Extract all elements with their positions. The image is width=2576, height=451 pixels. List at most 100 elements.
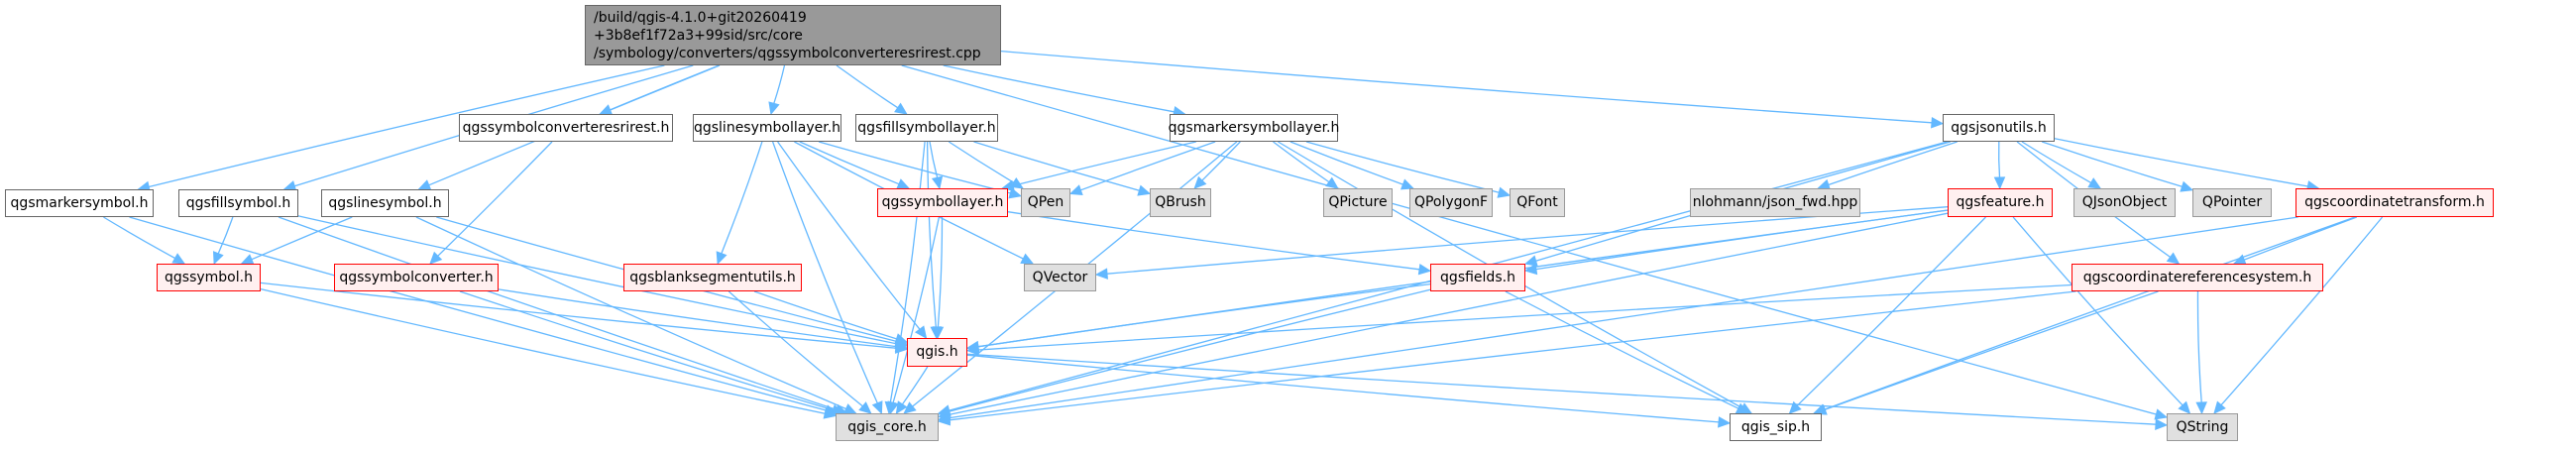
arrowhead-icon [1001, 179, 1015, 191]
node-qgssymbollayer-h[interactable]: qgssymbollayer.h [877, 188, 1008, 217]
node-qgsmarkersymbollayer-h[interactable]: qgsmarkersymbollayer.h [1169, 114, 1339, 142]
arrowhead-icon [1931, 116, 1945, 129]
node-label: QString [2176, 418, 2229, 435]
dependency-edge [103, 216, 175, 260]
arrowhead-icon [2087, 177, 2102, 189]
dependency-edge [1289, 141, 1403, 185]
arrowhead-icon [1094, 268, 1108, 280]
dependency-edge [943, 64, 1175, 113]
arrowhead-icon [937, 413, 952, 426]
arrowhead-icon [716, 251, 728, 266]
node-qpolygonf: QPolygonF [1409, 188, 1493, 217]
node-qgssymbolconverter-h[interactable]: qgssymbolconverter.h [334, 264, 499, 291]
dependency-edge [1998, 141, 2001, 178]
root-path-line: /build/qgis-4.1.0+git20260419 [594, 9, 807, 26]
node-label: QPen [1027, 194, 1064, 210]
dependency-edge [2054, 138, 2308, 187]
arrowhead-icon [2155, 418, 2169, 430]
dependency-edge [836, 64, 899, 109]
node-qgsblanksegmentutils-h[interactable]: qgsblanksegmentutils.h [623, 264, 802, 291]
dependency-edge [2196, 290, 2202, 403]
node-qgslinesymbollayer-h[interactable]: qgslinesymbollayer.h [693, 114, 841, 142]
node-qgsfields-h[interactable]: qgsfields.h [1430, 264, 1525, 291]
dependency-edge [2012, 216, 2184, 406]
dependency-edge [217, 216, 234, 255]
arrowhead-icon [212, 251, 224, 266]
dependency-edge [1796, 216, 1986, 406]
node-label: QPicture [1328, 194, 1388, 210]
dependency-edge [251, 216, 353, 261]
arrowhead-icon [894, 102, 908, 115]
node-label: qgssymbol.h [165, 269, 253, 285]
node-qbrush: QBrush [1150, 188, 1211, 217]
root-file-path: /build/qgis-4.1.0+git20260419 +3b8ef1f72… [594, 9, 981, 62]
arrowhead-icon [1718, 416, 1732, 428]
dependency-edge [1828, 141, 1958, 186]
arrowhead-icon [937, 405, 952, 417]
dependency-edge [949, 288, 1431, 412]
node-label: nlohmann/json_fwd.hpp [1692, 194, 1858, 210]
dependency-edge [973, 141, 1140, 191]
node-label: qgsjsonutils.h [1951, 119, 2047, 136]
dependency-edge [2243, 216, 2358, 261]
dependency-edge [966, 354, 1720, 423]
arrowhead-icon [1497, 186, 1512, 198]
dependency-edge [1201, 141, 1241, 181]
node-qgis-sip-h[interactable]: qgis_sip.h [1730, 413, 1822, 441]
node-label: QBrush [1155, 194, 1206, 210]
node-label: qgsfields.h [1440, 269, 1515, 285]
dependency-edge [610, 64, 720, 111]
dependency-edge [149, 64, 665, 188]
dependency-edge [773, 64, 786, 104]
node-label: qgis.h [916, 344, 958, 360]
node-qgis-h[interactable]: qgis.h [907, 338, 967, 367]
arrowhead-icon [903, 401, 917, 414]
arrowhead-icon [1788, 400, 1802, 414]
arrowhead-icon [1020, 253, 1035, 265]
dependency-edge [799, 141, 900, 185]
dependency-edge [966, 353, 2157, 425]
node-qvector: QVector [1024, 264, 1096, 291]
arrowhead-icon [171, 253, 186, 265]
node-qgsmarkersymbol-h[interactable]: qgsmarkersymbol.h [5, 189, 154, 217]
node-label: qgssymbolconverteresrirest.h [462, 119, 670, 136]
node-label: qgslinesymbollayer.h [693, 119, 841, 136]
node-qgsfillsymbol-h[interactable]: qgsfillsymbol.h [178, 189, 298, 217]
arrowhead-icon [931, 175, 944, 190]
node-label: qgsfillsymbol.h [185, 194, 291, 211]
dependency-edge [2041, 141, 2183, 187]
arrowhead-icon [1008, 187, 1023, 199]
arrowhead-icon [842, 403, 857, 414]
arrowhead-icon [914, 325, 928, 339]
arrowhead-icon [1417, 263, 1432, 276]
dependency-edge [1000, 50, 1933, 124]
node-qgscoordinatereferencesystem-h[interactable]: qgscoordinatereferencesystem.h [2072, 264, 2323, 291]
node-label: qgis_sip.h [1740, 418, 1811, 435]
node-qgsfillsymbollayer-h[interactable]: qgsfillsymbollayer.h [855, 114, 998, 142]
node-label: QFont [1516, 194, 1558, 210]
dependency-edge [1505, 290, 1739, 409]
arrowhead-icon [768, 101, 780, 116]
dependency-edge [949, 216, 2298, 419]
dependency-edge [949, 290, 2076, 421]
node-qgssymbol-h[interactable]: qgssymbol.h [157, 264, 261, 291]
node-qgsjsonutils-h[interactable]: qgsjsonutils.h [1943, 114, 2055, 142]
dependency-edge [937, 216, 944, 328]
root-file-node: /build/qgis-4.1.0+git20260419 +3b8ef1f72… [585, 5, 1001, 65]
node-qgslinesymbol-h[interactable]: qgslinesymbol.h [321, 189, 449, 217]
node-label: qgis_core.h [847, 418, 927, 435]
dependency-edge [415, 216, 846, 410]
node-qgscoordinatetransform-h[interactable]: qgscoordinatetransform.h [2296, 188, 2494, 217]
dependency-edge [1273, 141, 1330, 183]
node-label: qgssymbollayer.h [881, 194, 1004, 210]
dependency-edge [949, 212, 1949, 415]
arrowhead-icon [823, 407, 838, 419]
arrowhead-icon [1523, 255, 1538, 267]
node-qgsfeature-h[interactable]: qgsfeature.h [1948, 188, 2053, 217]
node-qgssymbolconverteresrirest-h[interactable]: qgssymbolconverteresrirest.h [459, 114, 673, 142]
dependency-edge [721, 141, 763, 254]
node-label: qgsblanksegmentutils.h [629, 269, 796, 285]
node-label: qgsfillsymbollayer.h [857, 119, 996, 136]
node-qpen: QPen [1021, 188, 1070, 217]
